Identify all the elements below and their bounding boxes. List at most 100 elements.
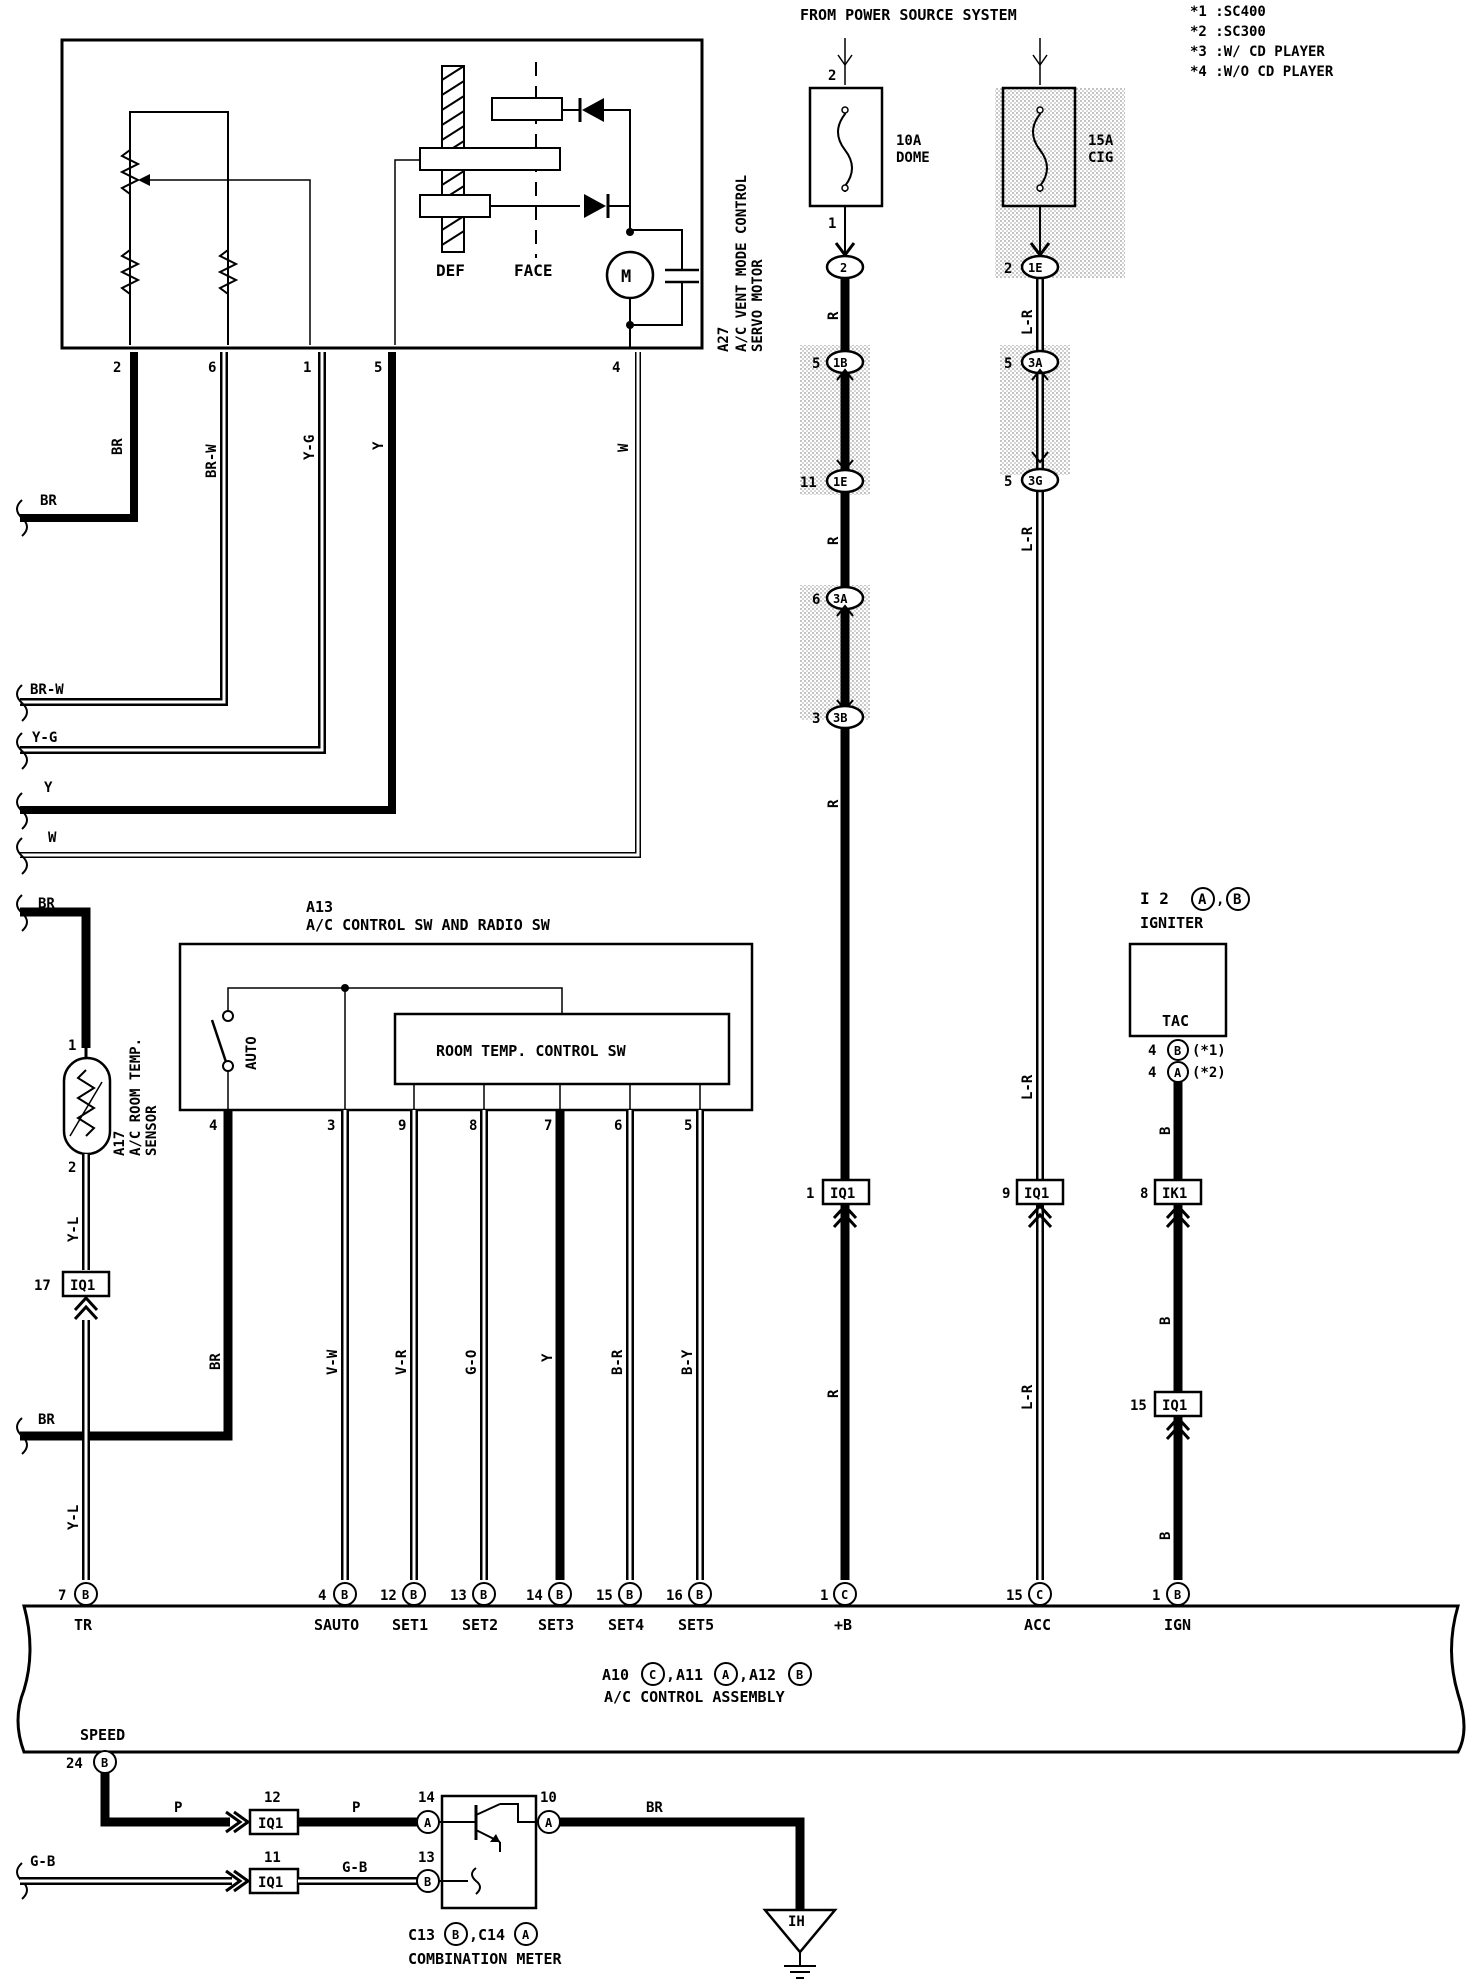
wire-br-v: BR — [110, 438, 126, 455]
svg-text:1B: 1B — [833, 356, 847, 370]
ac-control-assembly: 7 B TR 4 B SAUTO 12 B SET1 13 B SE — [16, 1582, 1466, 1774]
servo-motor-component: M DEF FACE 2 6 1 5 4 A27 A/C VENT MODE C… — [60, 38, 766, 376]
igniter-code: I 2 — [1140, 889, 1169, 908]
wire-b-3: B — [1158, 1532, 1174, 1540]
svg-text:B: B — [1174, 1044, 1181, 1058]
combination-meter-circuit: P 12 IQ1 P G-B 11 IQ1 G-B 14 A 13 B — [16, 1773, 838, 1979]
svg-text:B: B — [82, 1588, 89, 1602]
tac-label: TAC — [1162, 1012, 1189, 1030]
a13-name: A/C CONTROL SW AND RADIO SW — [306, 916, 551, 934]
svg-text:15: 15 — [1006, 1588, 1023, 1604]
svg-text:1: 1 — [820, 1588, 828, 1604]
connector-iq1-sensor: 17 IQ1 — [34, 1270, 111, 1321]
meter-name: COMBINATION METER — [408, 1950, 562, 1968]
svg-text:13: 13 — [450, 1588, 467, 1604]
svg-text:7: 7 — [58, 1588, 66, 1604]
svg-text:3A: 3A — [833, 592, 848, 606]
terminal-set3: 14 B SET3 — [526, 1582, 574, 1634]
connector-1b: 5 1B — [812, 349, 865, 375]
igniter-box — [1128, 942, 1228, 1038]
svg-text:A: A — [1174, 1066, 1182, 1080]
terminal-acc: 15 C ACC — [1006, 1582, 1052, 1634]
wire-br-5: BR — [646, 1800, 663, 1816]
svg-text:12: 12 — [380, 1588, 397, 1604]
igniter-name: IGNITER — [1140, 914, 1204, 932]
wiper-arrow — [138, 174, 150, 186]
svg-text:5: 5 — [1004, 474, 1012, 490]
svg-text:A: A — [424, 1816, 432, 1830]
svg-text:1: 1 — [1152, 1588, 1160, 1604]
svg-text:B: B — [626, 1588, 633, 1602]
svg-text:1: 1 — [806, 1186, 814, 1202]
wire-lr-2: L-R — [1020, 526, 1036, 552]
svg-text:C: C — [1036, 1588, 1043, 1602]
terminal-sauto: 4 B SAUTO — [314, 1582, 359, 1634]
servo-wires — [20, 352, 641, 858]
connector-3a: 6 3A — [812, 585, 865, 611]
svg-text:3A: 3A — [1028, 356, 1043, 370]
svg-text:,: , — [739, 1666, 748, 1684]
svg-text:IQ1: IQ1 — [1024, 1186, 1049, 1202]
svg-text:C13: C13 — [408, 1926, 435, 1944]
from-power-label: FROM POWER SOURCE SYSTEM — [800, 6, 1017, 24]
wire-br-2: BR — [208, 1353, 224, 1370]
wire-y-v: Y — [371, 441, 387, 450]
svg-text:11: 11 — [264, 1850, 281, 1866]
wire-p-2: P — [352, 1800, 360, 1816]
wire-g-b-2: G-B — [342, 1860, 367, 1876]
svg-text:(*1): (*1) — [1192, 1043, 1226, 1059]
svg-text:4: 4 — [209, 1118, 217, 1134]
speed-label: SPEED — [80, 1726, 125, 1744]
svg-text:B: B — [410, 1588, 417, 1602]
svg-text:3G: 3G — [1028, 474, 1042, 488]
auto-label: AUTO — [244, 1036, 260, 1070]
svg-text:IQ1: IQ1 — [1162, 1398, 1187, 1414]
wire-b-r: B-R — [610, 1349, 626, 1375]
wire-r-2: R — [826, 536, 842, 545]
connector-3a-lr: 5 3A — [1004, 349, 1060, 375]
wire-lr-1: L-R — [1020, 309, 1036, 335]
svg-text:8: 8 — [469, 1118, 477, 1134]
svg-text:B: B — [696, 1588, 703, 1602]
terminal-tr: 7 B TR — [58, 1582, 98, 1634]
svg-text:IGN: IGN — [1164, 1616, 1191, 1634]
connector-iq1-ign: 15 IQ1 — [1130, 1390, 1203, 1441]
wire-r-3: R — [826, 799, 842, 808]
svg-text:,: , — [666, 1666, 675, 1684]
svg-text:A: A — [522, 1928, 530, 1942]
svg-text:B: B — [1174, 1588, 1181, 1602]
svg-text:2: 2 — [840, 261, 847, 275]
svg-text:A: A — [545, 1816, 553, 1830]
terminal-set1: 12 B SET1 — [380, 1582, 428, 1634]
svg-text:9: 9 — [398, 1118, 406, 1134]
note-2: *2 :SC300 — [1190, 24, 1266, 40]
svg-text:5: 5 — [684, 1118, 692, 1134]
svg-text:24: 24 — [66, 1756, 83, 1772]
svg-text:IQ1: IQ1 — [830, 1186, 855, 1202]
svg-text:SET5: SET5 — [678, 1616, 714, 1634]
svg-text:ACC: ACC — [1024, 1616, 1051, 1634]
diode-2 — [584, 194, 606, 218]
connector-3g-lr: 5 3G — [1004, 467, 1060, 493]
face-label: FACE — [514, 261, 553, 280]
terminal-set4: 15 B SET4 — [596, 1582, 644, 1634]
wire-br-w-1: BR-W — [30, 682, 64, 698]
resistor-2 — [119, 249, 141, 295]
left-breaks — [16, 499, 28, 875]
svg-text:2: 2 — [1004, 261, 1012, 277]
svg-text:1E: 1E — [833, 475, 847, 489]
svg-text:10: 10 — [540, 1790, 557, 1806]
svg-text:SET4: SET4 — [608, 1616, 644, 1634]
dome-pin-bottom: 1 — [828, 216, 836, 232]
servo-box — [60, 38, 704, 350]
svg-text:3: 3 — [812, 711, 820, 727]
svg-text:SET2: SET2 — [462, 1616, 498, 1634]
svg-text:B: B — [341, 1588, 348, 1602]
wire-y-l-1: Y-L — [66, 1217, 82, 1242]
wire-br-1: BR — [40, 493, 57, 509]
svg-text:SET1: SET1 — [392, 1616, 428, 1634]
cig-name: CIG — [1088, 150, 1113, 166]
svg-text:7: 7 — [544, 1118, 552, 1134]
svg-text:8: 8 — [1140, 1186, 1148, 1202]
